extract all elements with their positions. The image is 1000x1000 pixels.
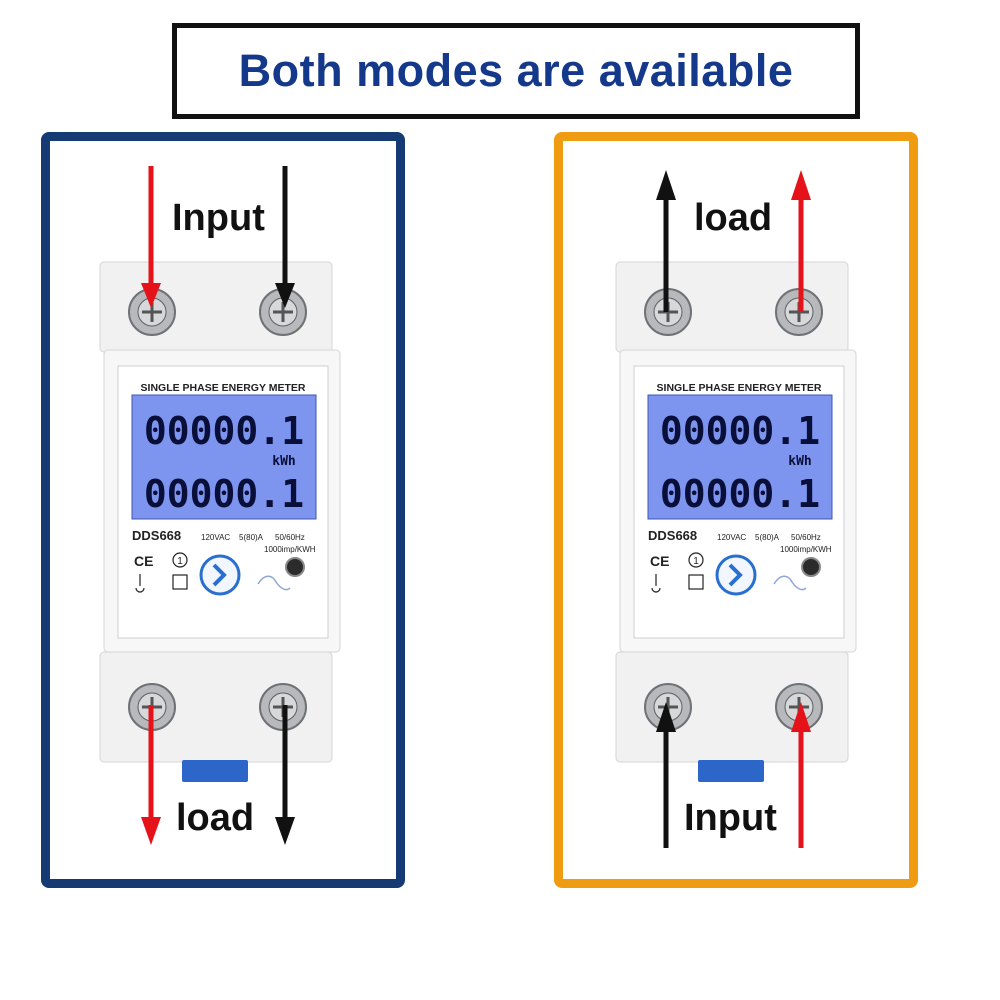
arrow-up-icon xyxy=(791,702,811,848)
ce-mark: CE xyxy=(650,553,669,569)
page-title: Both modes are available xyxy=(238,45,794,96)
spec-voltage: 120VAC xyxy=(201,533,230,542)
meter-header: SINGLE PHASE ENERGY METER xyxy=(657,382,822,394)
arrow-down-icon xyxy=(275,166,295,308)
reading-top: 00000.1 xyxy=(660,409,820,453)
unit-label: kWh xyxy=(272,454,295,469)
earth-icon xyxy=(135,574,145,593)
lcd-screen xyxy=(131,394,317,520)
class-mark-icon xyxy=(172,552,188,568)
unit-label: kWh xyxy=(788,454,811,469)
touch-hand-icon xyxy=(257,575,291,591)
terminal-screw-icon xyxy=(775,683,823,731)
title-box: Both modes are available xyxy=(172,23,860,119)
spec-freq: 50/60Hz xyxy=(275,533,305,542)
touch-hand-icon xyxy=(773,575,807,591)
left-top-label: Input xyxy=(172,197,265,239)
din-clip xyxy=(182,760,248,782)
terminal-screw-icon xyxy=(644,683,692,731)
class-mark-icon xyxy=(688,552,704,568)
next-button-icon xyxy=(715,554,757,596)
spec-freq: 50/60Hz xyxy=(791,533,821,542)
double-insulation-icon xyxy=(688,574,704,590)
arrow-up-icon xyxy=(656,170,676,312)
spec-imp: 1000imp/KWH xyxy=(780,545,832,554)
arrow-up-icon xyxy=(656,702,676,848)
model-label: DDS668 xyxy=(648,528,697,543)
ce-mark: CE xyxy=(134,553,153,569)
next-button-icon xyxy=(199,554,241,596)
arrow-down-icon xyxy=(141,705,161,845)
class-mark: 1 xyxy=(693,556,699,567)
spec-current: 5(80)A xyxy=(239,533,264,542)
arrow-down-icon xyxy=(275,705,295,845)
din-clip xyxy=(698,760,764,782)
pulse-led-icon xyxy=(801,557,821,577)
class-mark: 1 xyxy=(177,556,183,567)
model-label: DDS668 xyxy=(132,528,181,543)
earth-icon xyxy=(651,574,661,593)
arrow-up-icon xyxy=(791,170,811,312)
left-mode-panel xyxy=(41,132,405,888)
reading-bottom: 00000.1 xyxy=(660,472,820,516)
left-energy-meter: SINGLE PHASE ENERGY METER 00000.1 kWh 00… xyxy=(99,261,341,782)
spec-current: 5(80)A xyxy=(755,533,780,542)
arrow-down-icon xyxy=(141,166,161,308)
lcd-screen xyxy=(647,394,833,520)
reading-top: 00000.1 xyxy=(144,409,304,453)
reading-bottom: 00000.1 xyxy=(144,472,304,516)
right-mode-panel xyxy=(554,132,918,888)
spec-imp: 1000imp/KWH xyxy=(264,545,316,554)
pulse-led-icon xyxy=(285,557,305,577)
spec-voltage: 120VAC xyxy=(717,533,746,542)
right-energy-meter: SINGLE PHASE ENERGY METER 00000.1 kWh 00… xyxy=(615,261,857,782)
right-top-label: load xyxy=(694,197,773,239)
terminal-screw-icon xyxy=(259,288,307,336)
meter-header: SINGLE PHASE ENERGY METER xyxy=(141,382,306,394)
right-bottom-label: Input xyxy=(684,797,777,839)
left-bottom-label: load xyxy=(176,797,255,839)
double-insulation-icon xyxy=(172,574,188,590)
